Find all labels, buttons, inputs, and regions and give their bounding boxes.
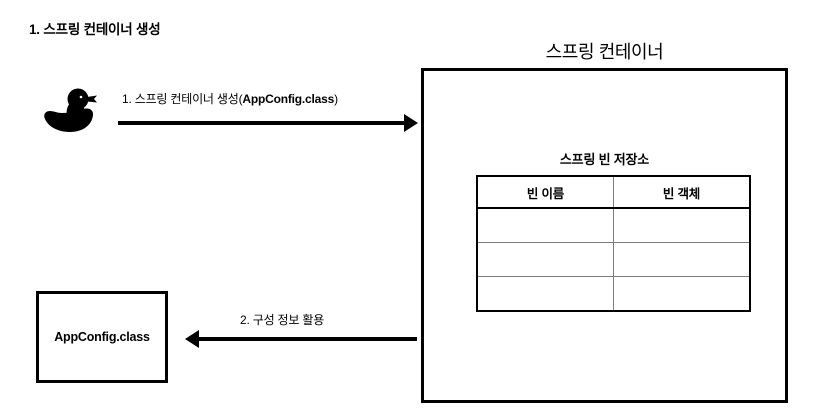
column-header-bean-object: 빈 객체 (613, 175, 751, 209)
table-header-row: 빈 이름 빈 객체 (476, 175, 751, 209)
cell-bean-object (613, 242, 751, 277)
cell-bean-object (613, 207, 751, 243)
arrow-create-container (118, 112, 418, 134)
bean-store-table: 빈 이름 빈 객체 (476, 175, 751, 312)
cell-bean-name (476, 242, 614, 277)
appconfig-class-label: AppConfig.class (54, 330, 150, 344)
table-row (476, 276, 751, 312)
column-header-bean-name: 빈 이름 (476, 175, 614, 209)
table-row (476, 242, 751, 277)
cell-bean-name (476, 276, 614, 312)
arrow-create-label: 1. 스프링 컨테이너 생성(AppConfig.class) (122, 90, 338, 107)
page-title: 1. 스프링 컨테이너 생성 (29, 22, 161, 37)
arrow-config-container (183, 328, 417, 350)
table-row (476, 207, 751, 243)
rubber-duck-icon (42, 86, 98, 134)
arrow-create-label-prefix: 1. 스프링 컨테이너 생성( (122, 92, 243, 106)
cell-bean-object (613, 276, 751, 312)
cell-bean-name (476, 207, 614, 243)
spring-container-box: 스프링 빈 저장소 빈 이름 빈 객체 (421, 68, 788, 403)
bean-store-title: 스프링 빈 저장소 (559, 152, 650, 167)
appconfig-class-box: AppConfig.class (36, 291, 168, 383)
arrow-config-label: 2. 구성 정보 활용 (240, 313, 325, 327)
arrow-create-label-suffix: ) (334, 92, 338, 106)
arrow-create-label-bold: AppConfig.class (242, 92, 335, 106)
spring-container-title: 스프링 컨테이너 (545, 42, 664, 62)
